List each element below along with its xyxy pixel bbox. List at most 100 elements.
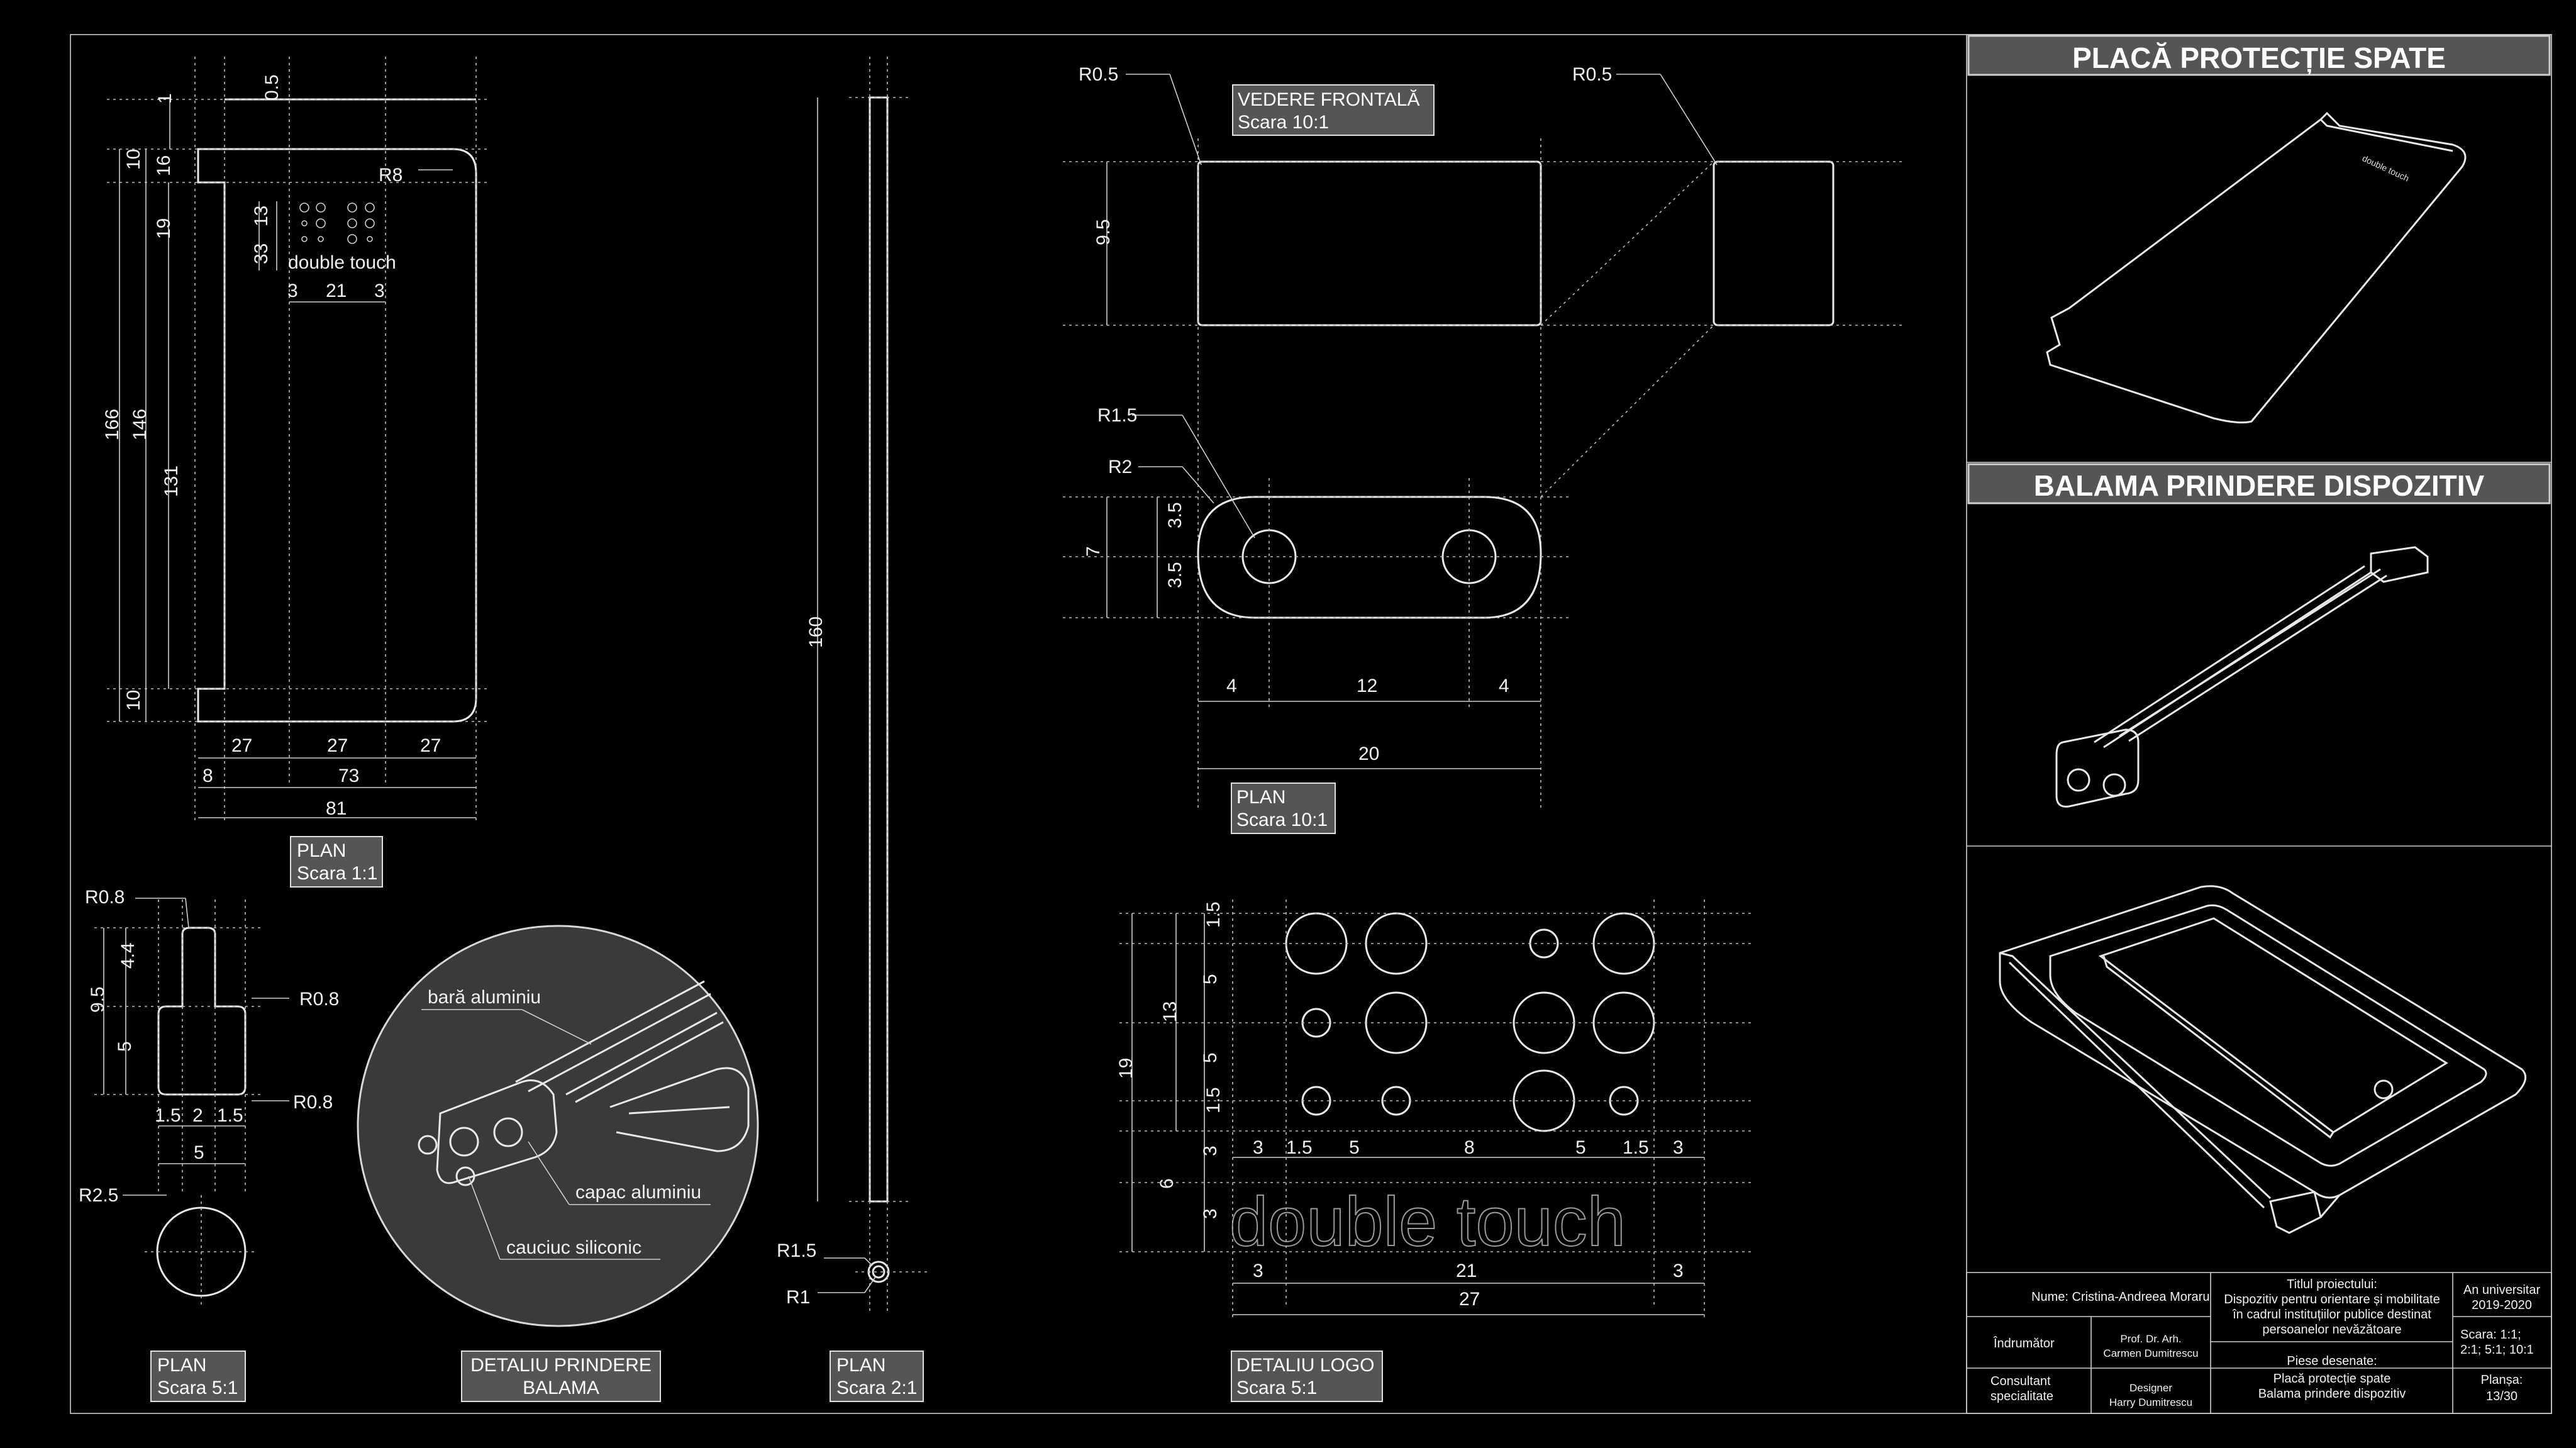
dim-text: 2 — [192, 1105, 203, 1126]
svg-text:2019-2020: 2019-2020 — [2472, 1298, 2532, 1312]
dim-text: 3 — [1673, 1261, 1684, 1281]
dim-text: 73 — [338, 766, 359, 786]
dim-text: 16 — [153, 155, 174, 176]
assembly-view — [1999, 885, 2527, 1234]
panel-title: PLACĂ PROTECȚIE SPATE — [2072, 42, 2446, 75]
dim-text: R1 — [786, 1287, 810, 1308]
dim-text: 3 — [1200, 1208, 1221, 1219]
svg-text:Dispozitiv pentru orientare și: Dispozitiv pentru orientare și mobilitat… — [2224, 1293, 2440, 1306]
dim-text: 7 — [1083, 546, 1104, 557]
dim-text: 8 — [1464, 1137, 1475, 1158]
dim-text: 4.4 — [118, 942, 138, 969]
svg-text:Prof. Dr. Arh.: Prof. Dr. Arh. — [2120, 1333, 2181, 1345]
dim-text: 1.5 — [1203, 1087, 1224, 1113]
panel-title: BALAMA PRINDERE DISPOZITIV — [2034, 469, 2485, 502]
hinge-panel: BALAMA PRINDERE DISPOZITIV — [1967, 463, 2551, 808]
title-block: Nume: Cristina-Andreea Moraru Titlul pro… — [1966, 1272, 2552, 1414]
dim-text: 27 — [1459, 1289, 1480, 1310]
svg-text:Piese desenate:: Piese desenate: — [2287, 1354, 2377, 1368]
dim-text: 1 — [155, 93, 175, 104]
plate-plan-view: double touch 1 0.5 10 16 R8 19 13 33 3 2… — [102, 57, 491, 824]
dim-text: 166 — [102, 409, 123, 440]
pin-plan-view: R0.8 4.4 9.5 5 R0.8 R0.8 1.5 2 1.5 5 R2.… — [79, 887, 339, 1308]
svg-text:Titlul proiectului:: Titlul proiectului: — [2287, 1278, 2377, 1291]
dim-text: R0.5 — [1572, 64, 1612, 85]
dim-text: 6 — [1157, 1178, 1177, 1189]
dim-text: 5 — [114, 1041, 135, 1052]
dim-text: 13 — [251, 206, 272, 226]
dim-text: 27 — [327, 735, 348, 756]
label-plan-1-1: PLAN Scara 1:1 — [290, 836, 383, 888]
dim-text: 3.5 — [1165, 562, 1185, 588]
svg-text:VEDERE FRONTALĂ: VEDERE FRONTALĂ — [1238, 89, 1420, 110]
dim-text: 1.5 — [217, 1105, 243, 1126]
dim-text: 3 — [374, 281, 385, 301]
hinge-cap-plan-view: R1.5 R2 3.5 7 3.5 4 12 4 20 — [1063, 405, 1572, 769]
svg-text:13/30: 13/30 — [2486, 1390, 2518, 1403]
dim-text: 3 — [287, 281, 298, 301]
label-detail-logo: DETALIU LOGO Scara 5:1 — [1231, 1351, 1383, 1402]
dim-text: 9.5 — [87, 986, 108, 1013]
label-front-view: VEDERE FRONTALĂ Scara 10:1 — [1232, 84, 1435, 136]
dim-text: 4 — [1226, 676, 1237, 696]
dim-text: 1.5 — [1203, 901, 1224, 928]
dim-text: 5 — [1200, 1052, 1221, 1063]
dim-text: 19 — [153, 218, 174, 239]
dim-text: 3 — [1200, 1145, 1221, 1156]
svg-text:Balama prindere dispozitiv: Balama prindere dispozitiv — [2258, 1387, 2406, 1401]
dim-text: 12 — [1357, 676, 1377, 696]
label-plan-5-1: PLAN Scara 5:1 — [150, 1351, 246, 1402]
svg-text:în cadrul instituțiilor public: în cadrul instituțiilor publice destinat — [2232, 1308, 2431, 1322]
svg-text:Consultant: Consultant — [1990, 1374, 2051, 1388]
dim-text: 33 — [251, 243, 272, 264]
dim-text: 21 — [1456, 1261, 1477, 1281]
dim-text: 1.5 — [1286, 1137, 1313, 1158]
dim-text: R1.5 — [777, 1240, 816, 1261]
dim-text: 10 — [123, 149, 144, 170]
dim-text: 27 — [420, 735, 441, 756]
svg-text:BALAMA: BALAMA — [523, 1378, 599, 1398]
dim-text: 3 — [1253, 1261, 1263, 1281]
dim-text: 5 — [1575, 1137, 1586, 1158]
dim-text: R2.5 — [79, 1185, 118, 1206]
dim-text: 1.5 — [1623, 1137, 1649, 1158]
svg-text:An universitar: An universitar — [2463, 1283, 2541, 1297]
logo-detail: double touch 1.5 5 13 19 5 — [1116, 899, 1755, 1321]
svg-text:Îndrumător: Îndrumător — [1993, 1336, 2055, 1351]
dim-text: 20 — [1358, 743, 1379, 764]
dim-text: R0.8 — [299, 989, 339, 1010]
dim-text: 9.5 — [1093, 219, 1114, 245]
svg-text:Designer: Designer — [2129, 1382, 2172, 1394]
dim-text: 3 — [1253, 1137, 1263, 1158]
svg-text:Planșa:: Planșa: — [2481, 1373, 2523, 1387]
svg-text:Scara 10:1: Scara 10:1 — [1238, 112, 1329, 133]
svg-text:specialitate: specialitate — [1990, 1390, 2053, 1403]
svg-text:PLAN: PLAN — [157, 1355, 206, 1376]
dim-text: 3.5 — [1165, 502, 1185, 528]
svg-text:Scara 1:1: Scara 1:1 — [297, 863, 377, 884]
dim-text: 3 — [1673, 1137, 1684, 1158]
svg-text:PLAN: PLAN — [297, 840, 346, 861]
svg-text:PLAN: PLAN — [1236, 787, 1285, 808]
dim-text: R2 — [1108, 457, 1132, 477]
svg-text:PLAN: PLAN — [836, 1355, 886, 1376]
dim-text: R0.8 — [293, 1092, 333, 1113]
dim-text: 131 — [161, 465, 182, 497]
dim-text: 81 — [326, 798, 347, 819]
svg-text:Scara 2:1: Scara 2:1 — [836, 1378, 917, 1398]
svg-text:Placă protecție spate: Placă protecție spate — [2273, 1372, 2391, 1386]
dim-text: 160 — [806, 616, 826, 648]
dim-text: 19 — [1116, 1058, 1136, 1079]
front-view: R0.5 R0.5 9.5 — [1063, 64, 1906, 811]
dim-text: 4 — [1499, 676, 1509, 696]
label-plan-10-1: PLAN Scara 10:1 — [1231, 782, 1336, 834]
svg-text:Scara 5:1: Scara 5:1 — [1236, 1378, 1317, 1398]
callout-bar: bară aluminiu — [428, 987, 541, 1008]
dim-text: R8 — [379, 165, 402, 186]
svg-text:Nume: Cristina-Andreea Moraru: Nume: Cristina-Andreea Moraru — [2031, 1290, 2209, 1304]
dim-text: R0.8 — [85, 887, 125, 908]
svg-text:Scara: 1:1;: Scara: 1:1; — [2460, 1328, 2521, 1342]
callout-rubber: cauciuc siliconic — [506, 1237, 641, 1258]
dim-text: 10 — [123, 690, 144, 711]
